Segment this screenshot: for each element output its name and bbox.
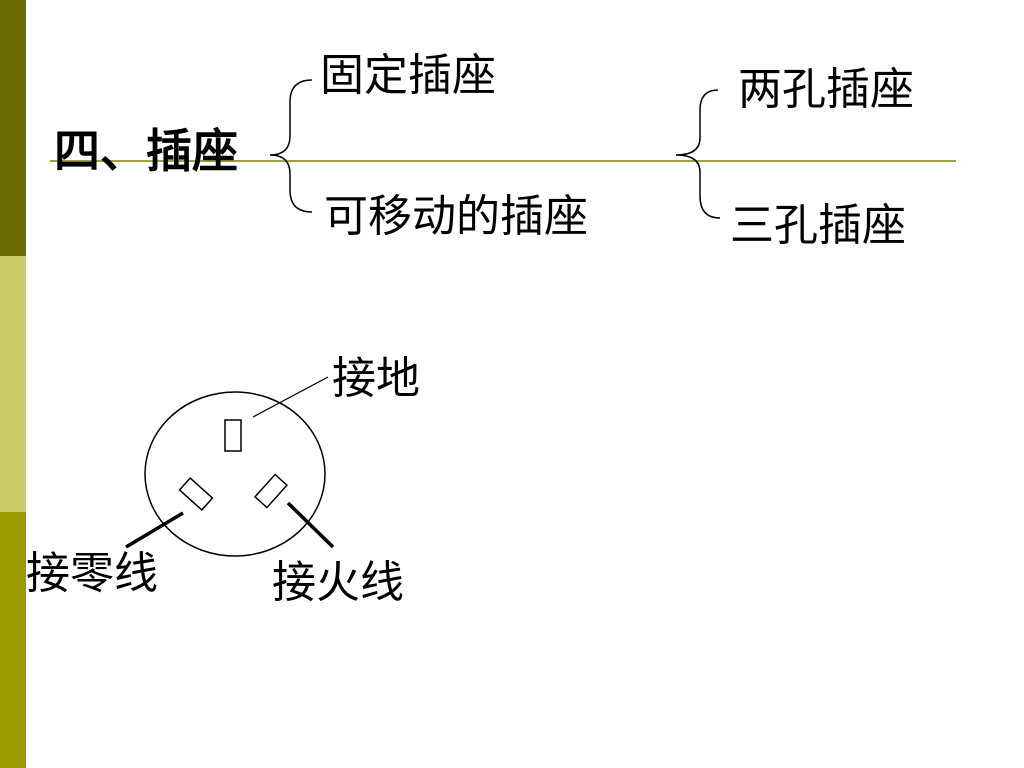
ground-leader <box>252 376 329 418</box>
ground-label: 接地 <box>332 353 420 404</box>
sidebar-band-bottom <box>0 512 26 768</box>
slide-heading: 四、插座 <box>54 124 238 178</box>
neutral-leader <box>125 511 184 549</box>
three-hole-socket-label: 三孔插座 <box>730 200 906 251</box>
right-brace <box>675 89 721 219</box>
sidebar-band-top <box>0 0 26 256</box>
two-hole-socket-label: 两孔插座 <box>738 64 914 115</box>
movable-socket-label: 可移动的插座 <box>324 191 588 242</box>
live-leader <box>286 501 335 549</box>
neutral-wire-label: 接零线 <box>26 548 158 599</box>
neutral-hole <box>178 476 214 512</box>
left-brace <box>269 79 313 213</box>
sidebar-decoration <box>0 0 26 768</box>
sidebar-band-middle <box>0 256 26 512</box>
fixed-socket-label: 固定插座 <box>320 50 496 101</box>
live-wire-label: 接火线 <box>272 557 404 608</box>
ground-hole <box>224 419 242 452</box>
divider-line <box>50 160 956 162</box>
socket-outline <box>144 391 326 557</box>
live-hole <box>253 473 289 509</box>
